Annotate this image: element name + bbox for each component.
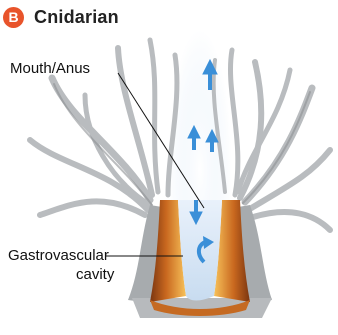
gastrovascular-label: Gastrovascular [8,247,109,265]
mouth-anus-label: Mouth/Anus [10,60,90,78]
cavity-label: cavity [76,266,114,284]
